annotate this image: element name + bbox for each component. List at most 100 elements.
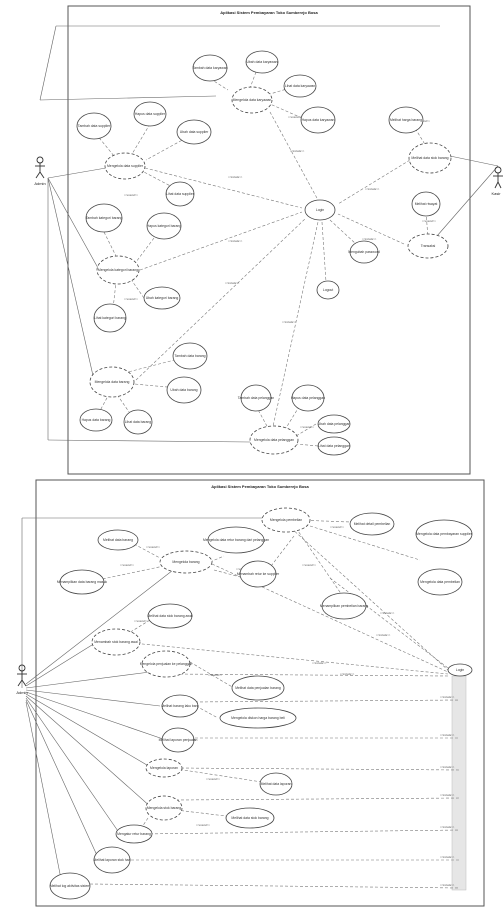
use-case: Melihat detail pembelian <box>349 512 395 536</box>
svg-text:Ubah data pelanggan: Ubah data pelanggan <box>318 422 351 426</box>
use-case: Login <box>447 663 473 677</box>
svg-text:Mengelola data pembelian: Mengelola data pembelian <box>420 580 460 584</box>
use-case: Melihat data laporan <box>259 772 293 796</box>
use-case: Menambah stok barang awal <box>91 628 141 656</box>
use-case: Mengelola data retur barang dari pelangg… <box>203 526 269 554</box>
svg-text:Melihat log aktivitas sistem: Melihat log aktivitas sistem <box>50 884 91 888</box>
use-case: Melihat log aktivitas sistem <box>49 872 91 900</box>
use-case: Melihat harga barang <box>388 106 424 134</box>
use-case: Menampilkan pembelian barang <box>320 592 368 620</box>
use-case: Melihat data penjualan barang <box>231 675 285 701</box>
svg-text:Tambah data supplier: Tambah data supplier <box>78 124 111 128</box>
use-case: Mengubah password <box>348 240 380 264</box>
stereo-label: <<extend>> <box>330 525 344 529</box>
use-case: Melihat data barang <box>97 529 139 551</box>
svg-text:Menambah retur ke supplier: Menambah retur ke supplier <box>237 572 280 576</box>
use-case: Mengelola data pembelian <box>417 568 463 596</box>
use-case: Hapus data supplier <box>133 101 167 127</box>
svg-text:Melihat detail pembelian: Melihat detail pembelian <box>354 522 391 526</box>
upper-associations <box>39 25 499 443</box>
svg-text:Mengelola data pelanggan: Mengelola data pelanggan <box>254 438 294 442</box>
svg-text:Ubah kategori barang: Ubah kategori barang <box>146 296 179 300</box>
svg-text:Hapus data karyawan: Hapus data karyawan <box>302 118 335 122</box>
stereo-label: <<extend>> <box>124 297 138 301</box>
stereo-label: <<extend>> <box>302 563 316 567</box>
svg-text:Melihat data barang: Melihat data barang <box>103 538 133 542</box>
use-case: Melihat data stok barang <box>408 142 452 174</box>
use-case: Ubah data karyawan <box>245 50 279 74</box>
stereo-label: <<include>> <box>440 825 455 829</box>
svg-text:Ubah data karyawan: Ubah data karyawan <box>246 60 277 64</box>
use-case: Ubah data pelanggan <box>317 414 351 434</box>
stereo-label: <<include>> <box>340 672 355 676</box>
svg-text:Tambah data pelanggan: Tambah data pelanggan <box>238 396 274 400</box>
upper-title: Aplikasi Sistem Pembayaran Toko Sumberej… <box>220 10 318 15</box>
stereo-label: <<include>> <box>228 239 243 243</box>
use-case: Transaksi <box>407 233 449 259</box>
use-case: Lihat data barang <box>123 409 153 435</box>
svg-text:Ubah data barang: Ubah data barang <box>170 388 197 392</box>
svg-text:Login: Login <box>316 208 324 212</box>
stereo-label: <<include>> <box>365 187 380 191</box>
svg-text:Mengelola stok barang: Mengelola stok barang <box>147 806 181 810</box>
stereo-label: <<extend>> <box>206 777 220 781</box>
svg-text:Mengelola laporan: Mengelola laporan <box>150 766 178 770</box>
use-case: Melihat laporan penjualan <box>159 727 198 753</box>
use-case: Tambah data supplier <box>76 112 112 140</box>
actor-kasir: Kasir <box>491 166 503 196</box>
use-case: Mengelola data pelanggan <box>249 425 299 455</box>
lower-diagram: Aplikasi Sistem Pembayaran Toko Sumberej… <box>16 479 485 907</box>
use-case: Mengelola diskon harga barang beli <box>219 707 297 729</box>
stereo-label: <<include>> <box>440 883 455 887</box>
svg-text:Melihat data stok barang: Melihat data stok barang <box>411 156 448 160</box>
svg-text:Hapus data pelanggan: Hapus data pelanggan <box>291 396 325 400</box>
use-case: Lihat data pelanggan <box>317 436 351 456</box>
stereo-label: <<extend>> <box>124 193 138 197</box>
use-case: Melihat data stok barang <box>225 807 275 829</box>
stereo-label: <<extend>> <box>146 545 160 549</box>
stereo-label: <<extend>> <box>422 219 436 223</box>
svg-text:Melihat data penjualan barang: Melihat data penjualan barang <box>235 686 281 690</box>
svg-text:Admin: Admin <box>34 181 45 186</box>
svg-text:Menambah stok barang awal: Menambah stok barang awal <box>94 640 138 644</box>
use-case: Ubah data barang <box>166 376 202 404</box>
svg-text:Lihat data karyawan: Lihat data karyawan <box>285 84 315 88</box>
lower-include-lines: <<include>> <<include>> <<include>> <<in… <box>89 517 461 889</box>
use-case: Tambah data pelanggan <box>238 384 274 412</box>
svg-text:Mengelola data pembayaran supp: Mengelola data pembayaran supplier <box>416 532 473 536</box>
lower-title: Aplikasi Sistem Pembayaran Toko Sumberej… <box>211 484 309 489</box>
svg-text:Tambah data barang: Tambah data barang <box>174 354 205 358</box>
svg-text:Menampilkan pembelian barang: Menampilkan pembelian barang <box>320 604 368 608</box>
svg-text:Melihat laporan penjualan: Melihat laporan penjualan <box>159 738 198 742</box>
use-case: Ubah data supplier <box>176 119 212 145</box>
use-case: Mengatur retur barang <box>115 824 153 844</box>
lower-system-boundary <box>35 479 485 907</box>
stereo-label: <<include>> <box>380 611 395 615</box>
svg-text:Lihat data barang: Lihat data barang <box>125 420 152 424</box>
use-case: Mengelola barang <box>159 550 213 574</box>
use-case: Melihat riwayat <box>411 191 441 217</box>
svg-text:Transaksi: Transaksi <box>421 244 436 248</box>
use-case: Ubah kategori barang <box>143 286 181 310</box>
svg-text:Mengubah password: Mengubah password <box>348 250 380 254</box>
use-case: Lihat kategori barang <box>93 303 127 333</box>
stereo-label: <<include>> <box>225 281 240 285</box>
upper-use-cases: Tambah data karyawan Ubah data karyawan … <box>76 50 452 456</box>
stereo-label: <<extend>> <box>288 115 302 119</box>
use-case: Hapus data barang <box>79 408 113 432</box>
stereo-label: <<include>> <box>376 633 391 637</box>
use-case: Menambah retur ke supplier <box>237 560 280 588</box>
svg-text:Melihat riwayat: Melihat riwayat <box>415 202 438 206</box>
svg-text:Hapus data supplier: Hapus data supplier <box>135 112 166 116</box>
svg-text:Hapus data barang: Hapus data barang <box>82 418 111 422</box>
actor-admin: Admin <box>34 156 46 186</box>
use-case: Mengelola penjualan ke pelanggan <box>140 650 192 678</box>
use-case: Mengelola data pembayaran supplier <box>415 519 473 549</box>
svg-text:Lihat kategori barang: Lihat kategori barang <box>94 316 126 320</box>
svg-text:Melihat data laporan: Melihat data laporan <box>261 782 292 786</box>
use-case: Login <box>304 199 336 221</box>
svg-text:Melihat data stok barang awal: Melihat data stok barang awal <box>147 614 192 618</box>
svg-text:Lihat data pelanggan: Lihat data pelanggan <box>318 444 350 448</box>
svg-text:Admin: Admin <box>16 690 27 695</box>
